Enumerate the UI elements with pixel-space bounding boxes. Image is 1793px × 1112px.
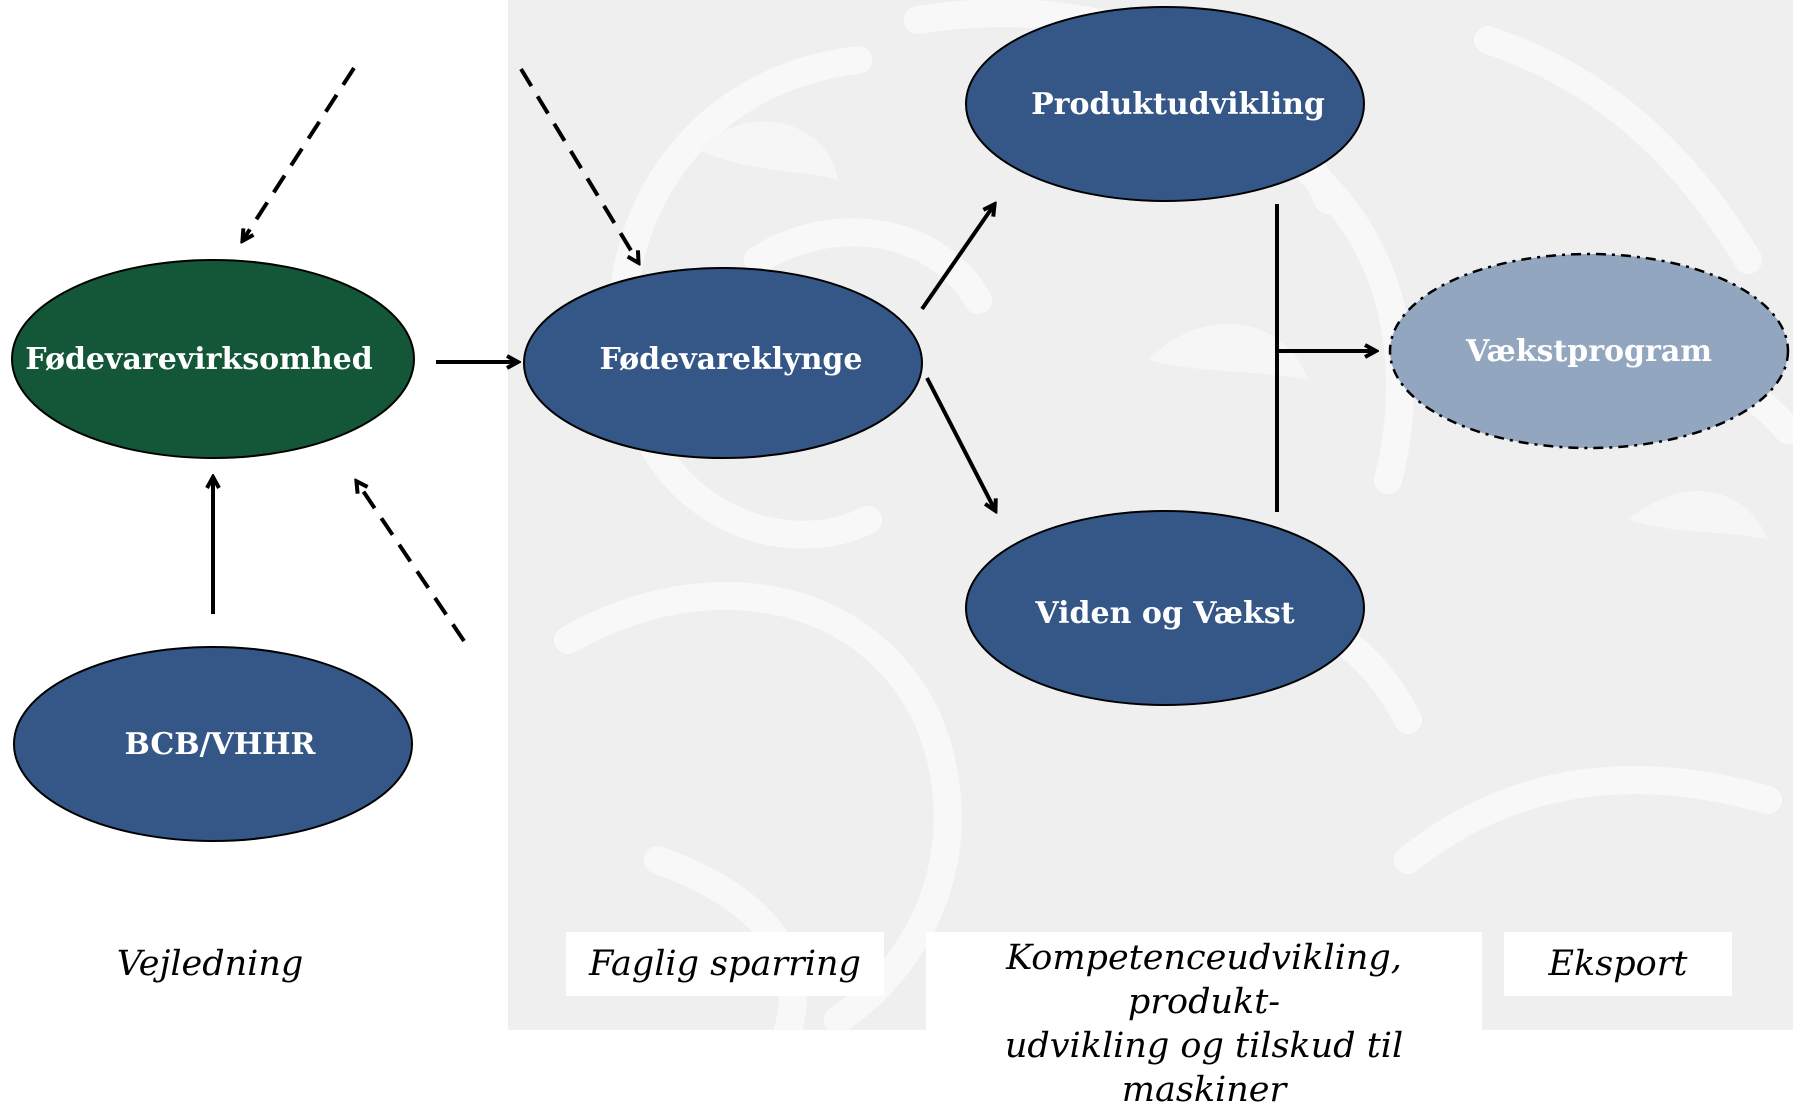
caption-vejledning: Vejledning	[116, 944, 304, 984]
flow-diagram: Fødevarevirksomhed Fødevareklynge Produk…	[11, 6, 1790, 842]
node-foedevarevirksomhed: Fødevarevirksomhed	[11, 259, 415, 459]
dashed-arrow-from-lower-right	[357, 482, 466, 643]
node-bcb-vhhr: BCB/VHHR	[13, 646, 413, 842]
node-viden-og-vaekst: Viden og Vækst	[965, 510, 1365, 706]
dashed-arrow-to-foedevarevirksomhed	[243, 66, 356, 240]
dashed-arrow-to-foedevareklynge	[519, 67, 638, 262]
node-label-bcb-vhhr: BCB/VHHR	[124, 727, 316, 762]
node-produktudvikling: Produktudvikling	[965, 6, 1365, 202]
caption-kompetence-line1: Kompetenceudvikling, produkt-	[1006, 938, 1402, 1022]
caption-faglig-sparring: Faglig sparring	[566, 932, 884, 996]
node-label-foedevarevirksomhed: Fødevarevirksomhed	[25, 342, 372, 377]
arrow-klynge-to-viden-og-vaekst	[925, 377, 995, 510]
caption-eksport: Eksport	[1504, 932, 1732, 996]
caption-kompetence-line2: udvikling og tilskud til maskiner	[1004, 1026, 1404, 1110]
node-label-viden-og-vaekst: Viden og Vækst	[1034, 596, 1294, 631]
arrow-klynge-to-produktudvikling	[920, 205, 994, 311]
node-label-vaekstprogram: Vækstprogram	[1465, 334, 1712, 369]
caption-kompetenceudvikling: Kompetenceudvikling, produkt- udvikling …	[926, 932, 1482, 1110]
node-label-produktudvikling: Produktudvikling	[1031, 87, 1325, 122]
node-vaekstprogram: Vækstprogram	[1388, 252, 1790, 450]
node-foedevareklynge: Fødevareklynge	[523, 267, 923, 459]
node-label-foedevareklynge: Fødevareklynge	[600, 342, 863, 377]
